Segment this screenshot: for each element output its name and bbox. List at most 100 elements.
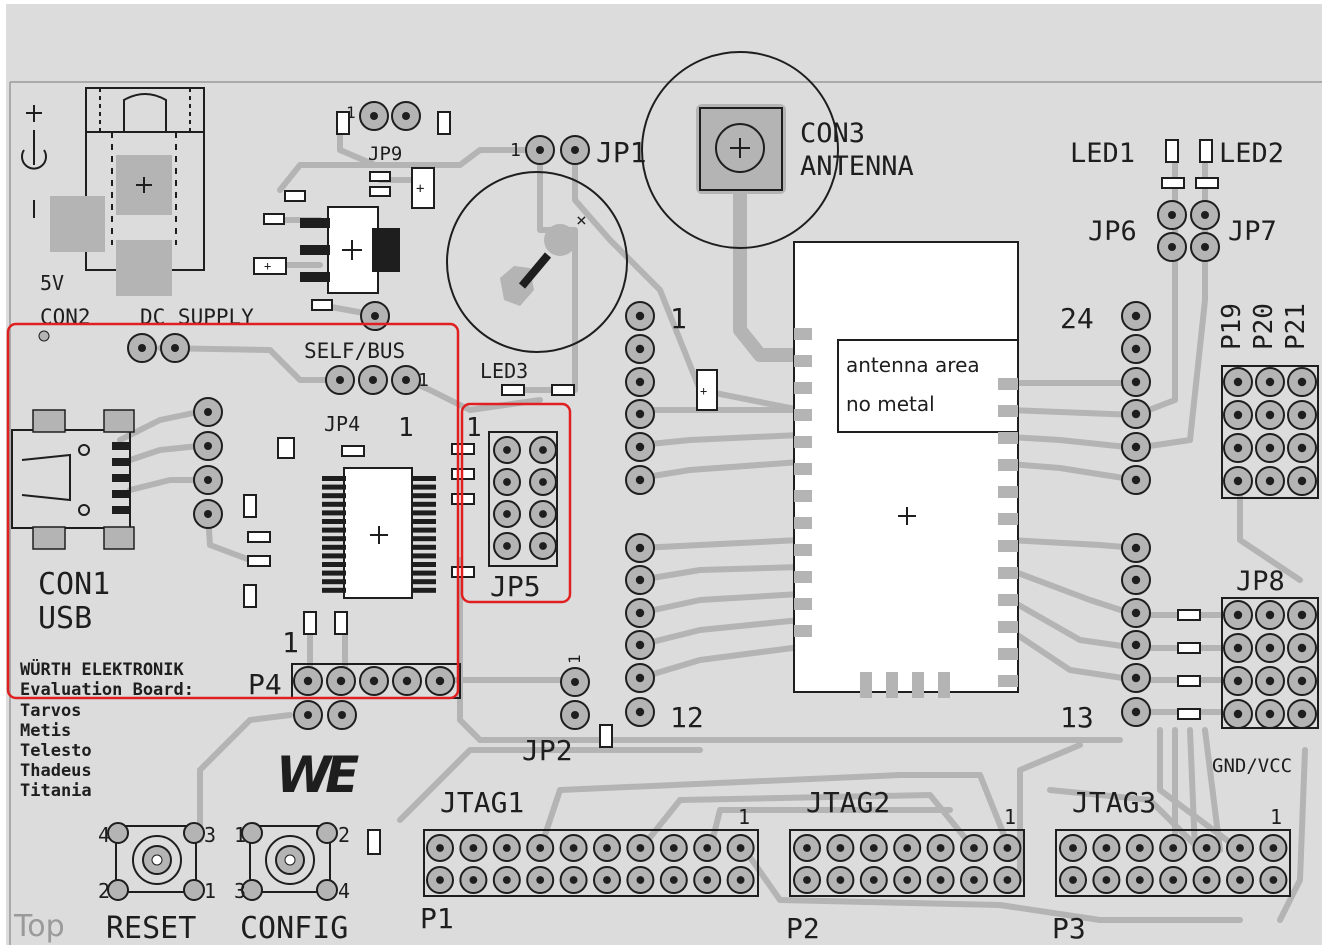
board-name-2: Metis (20, 721, 71, 741)
pad-hole (1069, 876, 1077, 884)
led2-label: LED2 (1219, 138, 1284, 169)
pad-hole (1269, 876, 1278, 884)
module-left-pad (794, 355, 812, 367)
power-symbol-icon (21, 105, 47, 218)
pad-hole (703, 876, 712, 884)
jp7-label: JP7 (1228, 216, 1277, 247)
pad-hole (1233, 443, 1243, 453)
smd-resistors-top: + + (253, 111, 451, 311)
reset-pin4-label: 4 (98, 823, 110, 847)
board-name-3: Telesto (20, 741, 92, 761)
pad-hole (1265, 377, 1275, 387)
pad-hole (469, 876, 478, 884)
pad-hole (736, 876, 745, 884)
pad-hole (1265, 643, 1275, 653)
pad-hole (1265, 476, 1275, 486)
module-right-pad (998, 567, 1018, 579)
pad-hole (502, 844, 511, 852)
p4-label: P4 (248, 668, 282, 701)
pad-hole (703, 844, 712, 852)
jp5-highlight (460, 402, 572, 604)
reset-pin3-label: 3 (204, 823, 216, 847)
ic-pin (322, 562, 346, 567)
pad-hole (636, 844, 645, 852)
self-bus-label: SELF/BUS (304, 339, 405, 363)
module-left-pad (794, 598, 812, 610)
pad-hole (536, 876, 545, 884)
layer-label: Top (13, 909, 65, 944)
module-bottom-pad (938, 672, 950, 698)
usb-area-highlight (6, 322, 460, 700)
self-bus-header (325, 365, 421, 395)
module-bottom-pad (886, 672, 898, 698)
module-left-pad (794, 436, 812, 448)
ic-pin (322, 484, 346, 490)
antenna-area-label: antenna area (846, 353, 980, 377)
jtag3-label: JTAG3 (1072, 786, 1156, 819)
pad-hole (1265, 443, 1275, 453)
pad-hole (1131, 640, 1141, 650)
module-left-pad (794, 571, 812, 583)
pad-hole (635, 475, 645, 485)
reset-button[interactable] (107, 822, 205, 901)
module-capacitor (696, 369, 718, 411)
ic-pin (322, 510, 346, 516)
pad-hole (1131, 608, 1141, 618)
p3-label: P3 (1052, 912, 1086, 945)
pad-hole (936, 844, 945, 852)
pad-hole (635, 575, 645, 585)
ic-pin (412, 484, 436, 490)
pad-hole (635, 442, 645, 452)
ic-pin (322, 476, 346, 481)
module-left-pad (794, 490, 812, 502)
p21-label: P21 (1281, 303, 1311, 350)
ic-pin (322, 501, 346, 507)
pad-hole (603, 844, 611, 852)
pad-hole (836, 876, 845, 884)
reset-pin1-label: 1 (204, 879, 216, 903)
radio-module: + (793, 241, 1019, 693)
module-right-pad (998, 405, 1018, 417)
pad-hole (669, 844, 678, 852)
ic-pin (412, 519, 436, 524)
pad-hole (1297, 410, 1307, 420)
pad-hole (1131, 377, 1141, 387)
ic-pin (412, 527, 436, 533)
config-button[interactable] (241, 822, 338, 901)
module-bottom-pad (860, 672, 872, 698)
pad-hole (903, 844, 912, 852)
pad-hole (539, 478, 547, 486)
jp1-pin1-label: 1 (510, 140, 521, 161)
pad-hole (1233, 676, 1243, 686)
jp1-label: JP1 (596, 136, 647, 169)
module-right-pad (998, 675, 1018, 687)
board-name-5: Titania (20, 781, 92, 801)
pad-hole (336, 676, 346, 686)
jp9-pin1-label: 1 (346, 103, 356, 122)
pad-hole (539, 542, 547, 550)
jp2-pin1-label: 1 (565, 654, 584, 664)
capacitor-polarity-icon: + (700, 384, 707, 398)
module-right-pad (998, 513, 1018, 525)
pad-hole (1233, 377, 1243, 387)
svg-text:+: + (264, 259, 271, 273)
module-right-pad (998, 459, 1018, 471)
pad-hole (803, 844, 811, 852)
svg-text:×: × (576, 210, 587, 231)
pad-hole (1265, 709, 1275, 719)
pad-hole (636, 876, 645, 884)
module-left-pad (794, 625, 812, 637)
p19-label: P19 (1217, 303, 1247, 350)
jp5-header (488, 431, 558, 567)
led1-led2-smd (1161, 139, 1219, 189)
module-right-header (1121, 301, 1151, 727)
ic-pin (412, 544, 436, 550)
jp5-label: JP5 (490, 570, 541, 603)
config-pin2-label: 2 (338, 823, 350, 847)
pad-hole (503, 510, 511, 518)
p2-label: P2 (786, 912, 820, 945)
module-left-pad (794, 328, 812, 340)
jtag2-label: JTAG2 (806, 786, 890, 819)
p1-label: P1 (420, 902, 454, 935)
pad-hole (469, 844, 478, 852)
